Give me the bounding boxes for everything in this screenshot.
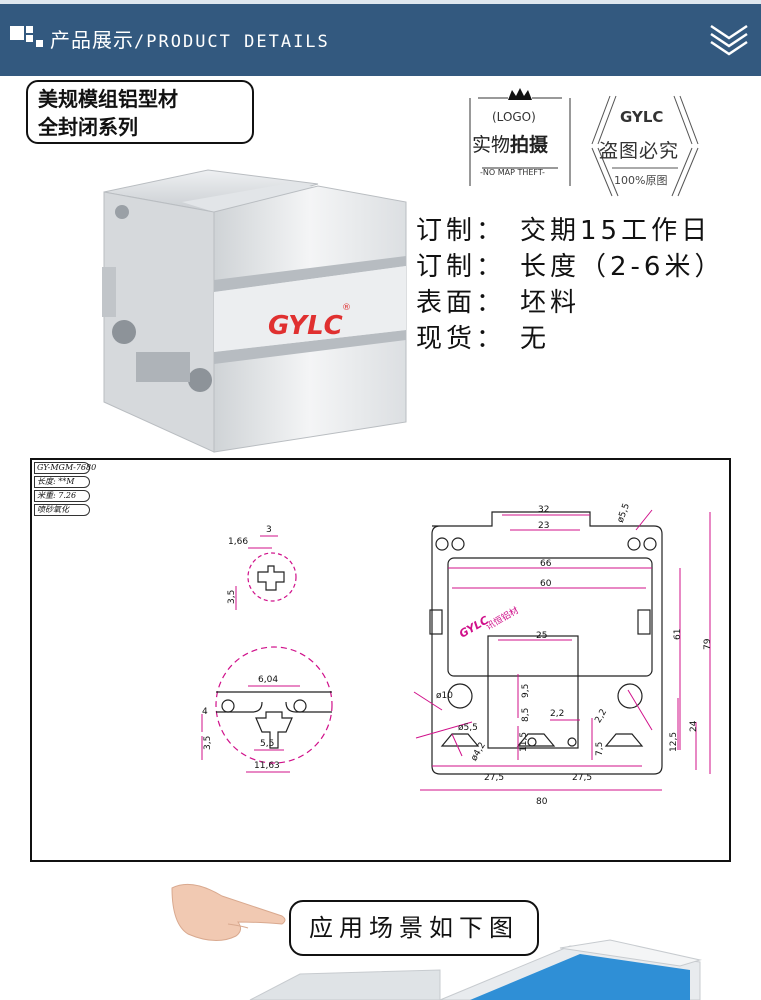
stamp-sub-text: -NO MAP THEFT- [480, 168, 545, 177]
spec-row: 现货： 无 [416, 318, 550, 355]
dim-label: ø5,5 [616, 502, 632, 524]
stamp-main-text: 实物拍摄 [472, 130, 548, 157]
dim-label: 3,5 [203, 736, 213, 750]
drawing-length: 长度: **M [34, 476, 90, 488]
dim-label: 11,5 [519, 732, 529, 752]
squares-icon-small-1 [26, 26, 33, 33]
spec-key: 表面： [416, 288, 507, 318]
series-line-1: 美规模组铝型材 [38, 87, 178, 111]
series-line-2: 全封闭系列 [38, 115, 138, 139]
dim-label: ø5,5 [458, 723, 478, 733]
application-scene-label: 应用场景如下图 [289, 900, 539, 956]
dim-label: 60 [540, 579, 552, 589]
registered-mark: ® [342, 303, 351, 313]
section-title: 产品展示/PRODUCT DETAILS [50, 24, 330, 53]
spec-value: 长度（2-6米） [520, 252, 725, 282]
dim-label: 23 [538, 521, 549, 531]
pointing-hand-icon [171, 883, 286, 941]
dim-label: 24 [689, 720, 699, 732]
stamp-logo-text: (LOGO) [492, 110, 536, 124]
dim-label: 27,5 [572, 773, 592, 783]
spec-row: 订制： 交期15工作日 [416, 210, 711, 247]
spec-value: 无 [520, 324, 551, 354]
title-cn: 产品展示 [50, 28, 134, 52]
dim-label: 2,2 [550, 709, 564, 719]
spec-row: 订制： 长度（2-6米） [416, 246, 724, 283]
stamp-anti-main: 盗图必究 [599, 140, 680, 162]
dim-label: 9,5 [521, 684, 531, 698]
dim-label: ø10 [436, 691, 453, 701]
dim-label: 80 [536, 797, 548, 807]
title-en: PRODUCT DETAILS [146, 32, 330, 52]
dim-label: 12,5 [669, 732, 679, 752]
crown-frame-icon [469, 88, 571, 186]
dim-label: 7,5 [595, 742, 605, 756]
dim-label: 6,04 [258, 675, 278, 685]
laurel-frame-icon [591, 95, 699, 197]
technical-drawing: GY-MGM-7680 长度: **M 米重: 7.26 喷砂氧化 [30, 458, 731, 862]
application-scene-photo [249, 939, 702, 1000]
spec-key: 订制： [416, 216, 507, 246]
stamp-main-normal: 实物 [472, 134, 511, 156]
dim-label: 66 [540, 559, 552, 569]
dim-label: 79 [703, 638, 713, 650]
double-chevron-down-icon[interactable] [707, 22, 751, 56]
squares-icon-small-2 [26, 35, 33, 42]
drawing-model-no: GY-MGM-7680 [34, 462, 96, 474]
section-header: 产品展示/PRODUCT DETAILS [0, 0, 761, 76]
spec-key: 订制： [416, 252, 507, 282]
product-brand-mark: GYLC [268, 311, 343, 341]
spec-row: 表面： 坯料 [416, 282, 580, 319]
anti-theft-stamp: GYLC 盗图必究 100%原图 [590, 94, 700, 198]
stamp-main-bold: 拍摄 [510, 134, 549, 156]
dim-label: 27,5 [484, 773, 504, 783]
spec-key: 现货： [416, 324, 507, 354]
drawing-canvas: GYLC 讯恒铝材 1,66 3 3,5 6,04 4 3,5 5,5 11,6… [201, 502, 713, 807]
spec-value: 交期15工作日 [520, 216, 712, 246]
real-photo-stamp: (LOGO) 实物拍摄 -NO MAP THEFT- [468, 88, 572, 196]
dim-label: 2,2 [593, 708, 609, 725]
spec-value: 坯料 [520, 288, 581, 318]
drawing-logo-cn: 讯恒铝材 [484, 604, 521, 632]
dim-label: 1,66 [228, 537, 248, 547]
series-label-box: 美规模组铝型材 全封闭系列 [26, 80, 254, 144]
dim-label: 25 [536, 631, 547, 641]
product-photo: GYLC ® [102, 169, 407, 453]
dim-label: 61 [673, 629, 683, 640]
dim-label: 4 [202, 707, 208, 717]
title-sep: / [134, 32, 147, 52]
dim-label: 3,5 [227, 590, 237, 604]
squares-icon [10, 26, 24, 40]
dim-label: 5,5 [260, 739, 274, 749]
dim-label: ø4,2 [469, 741, 488, 763]
dim-label: 3 [266, 525, 272, 535]
squares-icon-small-3 [36, 40, 43, 47]
stamp-brand: GYLC [620, 108, 664, 126]
drawing-finish: 喷砂氧化 [34, 504, 90, 516]
stamp-anti-sub: 100%原图 [614, 174, 668, 187]
dim-label: 8,5 [521, 708, 531, 722]
dim-label: 32 [538, 505, 549, 515]
drawing-weight: 米重: 7.26 [34, 490, 90, 502]
dim-label: 11,63 [254, 761, 280, 771]
